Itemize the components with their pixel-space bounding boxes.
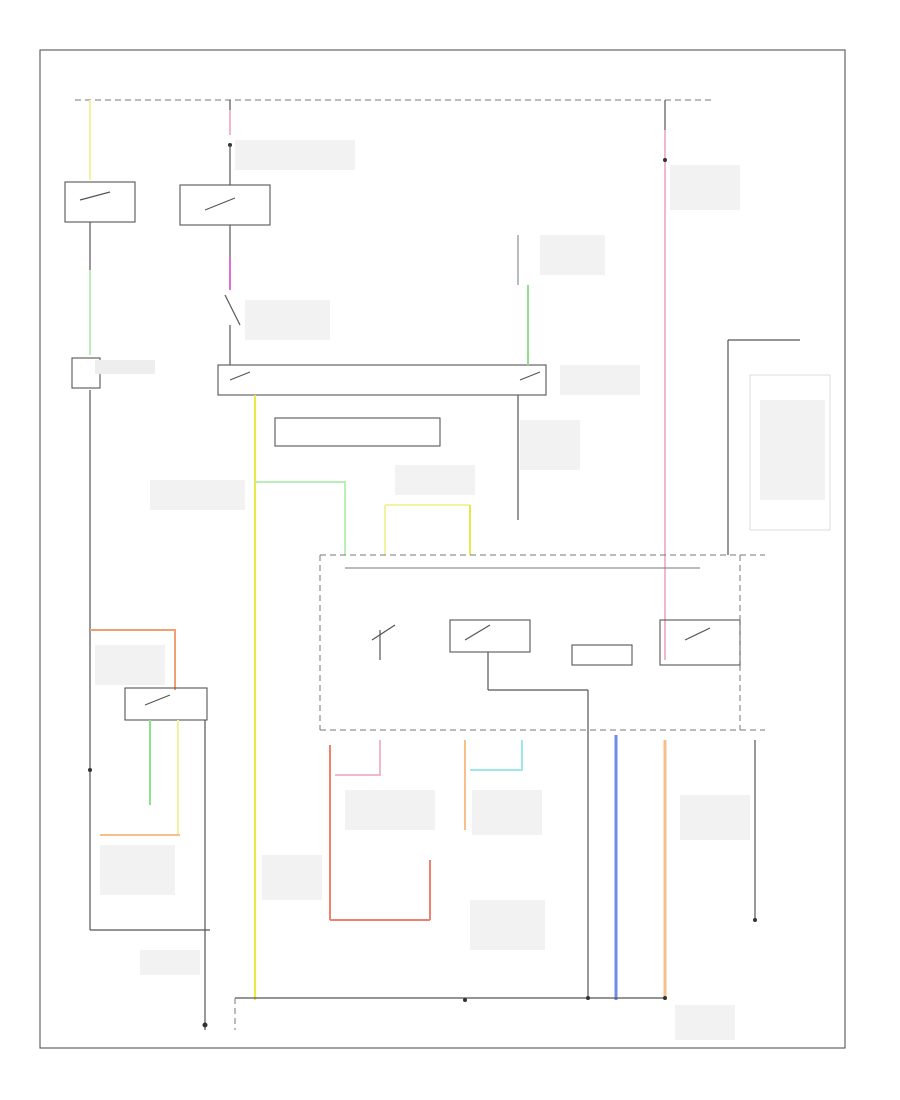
- module-switch-a: [229, 371, 251, 381]
- switch-contact-left: [79, 191, 111, 201]
- relay-box-left: [124, 687, 208, 721]
- wire-cyan: [470, 740, 523, 771]
- label-smudge-3: [150, 480, 245, 510]
- wire-green-path: [255, 481, 346, 555]
- switch-box-2: [179, 184, 271, 226]
- wire-orange: [90, 629, 176, 690]
- switch-2b: [224, 294, 241, 326]
- wire-pink-loop: [335, 740, 381, 776]
- illegible-labels: [95, 140, 825, 1040]
- module-switch-b: [519, 371, 541, 381]
- ground-right: [753, 918, 757, 922]
- small-box-right: [571, 644, 633, 666]
- module-box: [217, 364, 547, 396]
- label-smudge-10: [472, 790, 542, 835]
- label-smudge-8: [100, 845, 175, 895]
- switch-contact-2: [204, 197, 236, 211]
- second-circuit: [179, 100, 271, 365]
- relay-contact-right: [684, 627, 711, 641]
- label-box: [274, 417, 441, 447]
- label-smudge-5: [670, 165, 740, 210]
- label-smudge-19: [395, 465, 475, 495]
- label-smudge-2: [560, 365, 640, 395]
- left-circuit: [64, 100, 210, 931]
- label-smudge-11: [262, 855, 322, 900]
- right-label-area: [749, 374, 831, 531]
- label-smudge-15: [470, 900, 545, 950]
- label-smudge-6: [760, 400, 825, 500]
- label-smudge-13: [140, 950, 200, 975]
- label-smudge-1: [95, 360, 155, 374]
- label-smudge-16: [235, 140, 355, 170]
- label-smudge-4: [520, 420, 580, 470]
- splice-right-top: [663, 158, 667, 162]
- relay-contact-mid: [464, 624, 491, 641]
- relay-box-mid: [449, 619, 531, 653]
- splice-bottom-665: [663, 996, 667, 1000]
- splice-bottom-588: [586, 996, 590, 1000]
- label-smudge-9: [345, 790, 435, 830]
- label-smudge-18: [540, 235, 605, 275]
- ground-left: [202, 1022, 208, 1028]
- diagram-frame: [39, 49, 846, 1049]
- label-smudge-17: [245, 300, 330, 340]
- splice-bottom-mid: [463, 998, 467, 1002]
- switch-box-left: [64, 181, 136, 223]
- label-smudge-12: [680, 795, 750, 840]
- relay-contact-left: [371, 624, 396, 641]
- label-smudge-7: [95, 645, 165, 685]
- relay-contact-left-b: [144, 694, 171, 706]
- label-smudge-14: [675, 1005, 735, 1040]
- relay-box-right: [659, 619, 741, 666]
- splice-left-a: [88, 768, 92, 772]
